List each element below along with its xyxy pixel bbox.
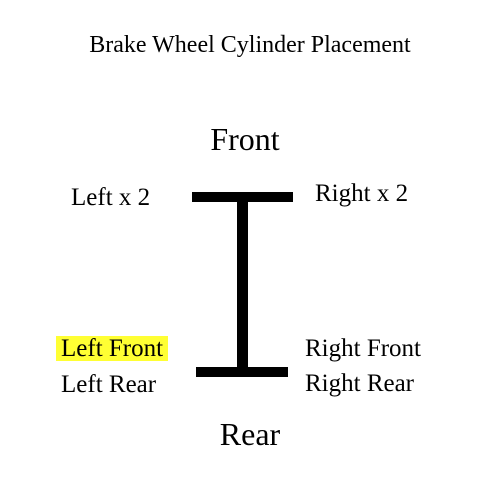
- rear-right-front-label: Right Front: [305, 335, 421, 362]
- rear-left-rear-label: Left Rear: [61, 371, 157, 398]
- front-label: Front: [210, 121, 280, 157]
- rear-left-front-label: Left Front: [56, 336, 169, 361]
- front-right-label: Right x 2: [315, 180, 409, 207]
- front-left-label: Left x 2: [71, 184, 151, 211]
- rear-axle-bar: [196, 367, 288, 377]
- rear-right-rear-label: Right Rear: [305, 370, 415, 397]
- diagram-title: Brake Wheel Cylinder Placement: [89, 32, 411, 58]
- rear-label: Rear: [219, 416, 281, 452]
- center-beam-bar: [237, 196, 248, 372]
